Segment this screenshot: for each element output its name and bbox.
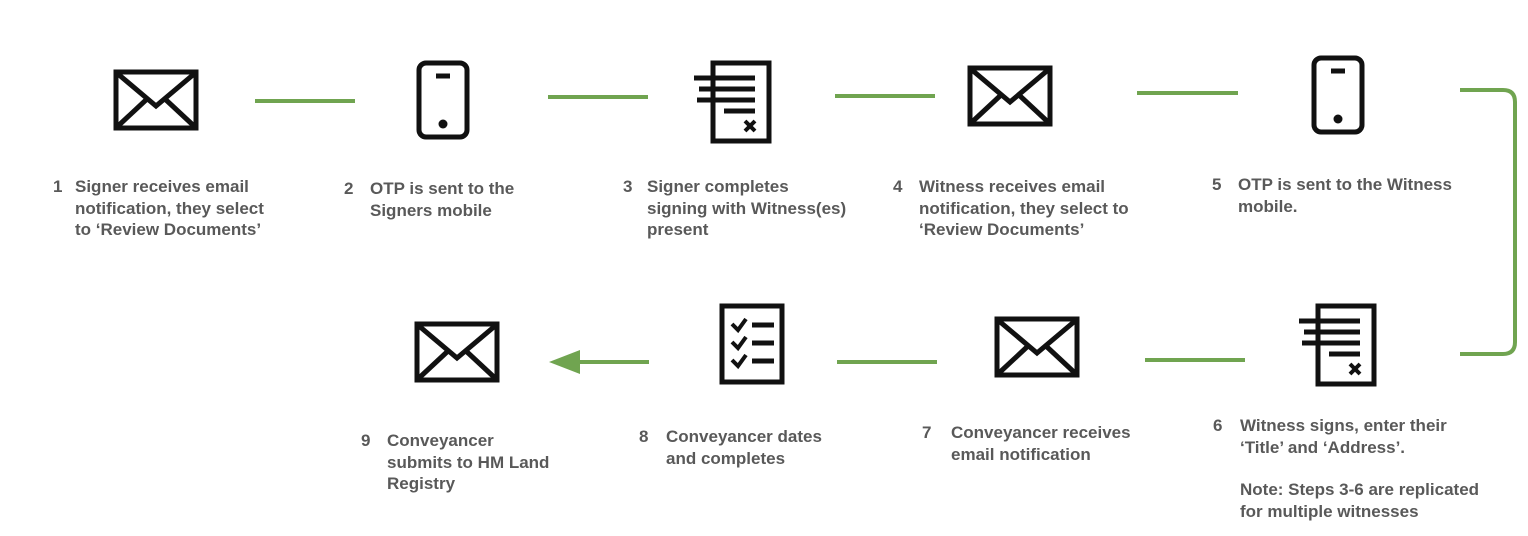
step-number: 8	[639, 427, 649, 446]
step-text-line: notification, they select	[75, 198, 264, 218]
step-text-line: Registry	[387, 474, 456, 493]
step-number: 3	[623, 177, 633, 196]
step-text-line: Conveyancer dates	[666, 427, 822, 446]
step-text-line: Conveyancer receives	[951, 423, 1131, 442]
step-text-line: ‘Review Documents’	[919, 220, 1085, 239]
step-2-mobile-phone-icon	[419, 63, 467, 137]
step-text-line: Signer completes	[647, 177, 789, 196]
step-text-line: mobile.	[1238, 196, 1298, 216]
connector-5-6-bracket	[1460, 88, 1517, 356]
connector-8-9-arrowhead	[549, 350, 580, 374]
step-text-line: OTP is sent to the	[370, 179, 515, 198]
step-number: 4	[893, 177, 903, 196]
step-text-line: present	[647, 220, 709, 239]
step-1-envelope-icon	[116, 72, 196, 128]
step-5-mobile-phone-icon	[1314, 58, 1362, 132]
step-4-envelope-icon	[970, 68, 1050, 124]
step-text-line: Witness receives email	[919, 177, 1106, 196]
step-number: 1	[53, 177, 63, 196]
step-note-line: Note: Steps 3-6 are replicated	[1240, 480, 1480, 499]
step-number: 5	[1212, 175, 1222, 194]
step-text-line: email notification	[951, 444, 1091, 464]
step-number: 7	[922, 423, 932, 442]
step-text-line: Conveyancer	[387, 431, 494, 450]
step-7-envelope-icon	[997, 319, 1077, 375]
step-6-signed-document-icon	[1299, 306, 1374, 384]
step-text-line: signing with Witness(es)	[647, 198, 847, 218]
step-number: 6	[1213, 416, 1223, 435]
step-text-line: submits to HM Land	[387, 452, 550, 472]
step-text-line: Signers mobile	[370, 200, 492, 220]
step-text-line: OTP is sent to the Witness	[1238, 175, 1452, 194]
step-note: Note: Steps 3-6 are replicated for multi…	[1240, 479, 1479, 522]
step-text-line: Signer receives email	[75, 177, 249, 196]
step-text-line: and completes	[666, 448, 786, 468]
step-text-line: ‘Title’ and ‘Address’.	[1240, 437, 1406, 457]
step-8-checklist-icon	[722, 306, 782, 382]
step-number: 9	[361, 431, 371, 450]
step-3-signed-document-icon	[694, 63, 769, 141]
step-number: 2	[344, 179, 354, 198]
step-text-line: to ‘Review Documents’	[75, 220, 262, 239]
step-note-line: for multiple witnesses	[1240, 501, 1419, 521]
step-text-line: notification, they select to	[919, 198, 1129, 218]
step-9-envelope-icon	[417, 324, 497, 380]
step-text-line: Witness signs, enter their	[1240, 416, 1447, 435]
